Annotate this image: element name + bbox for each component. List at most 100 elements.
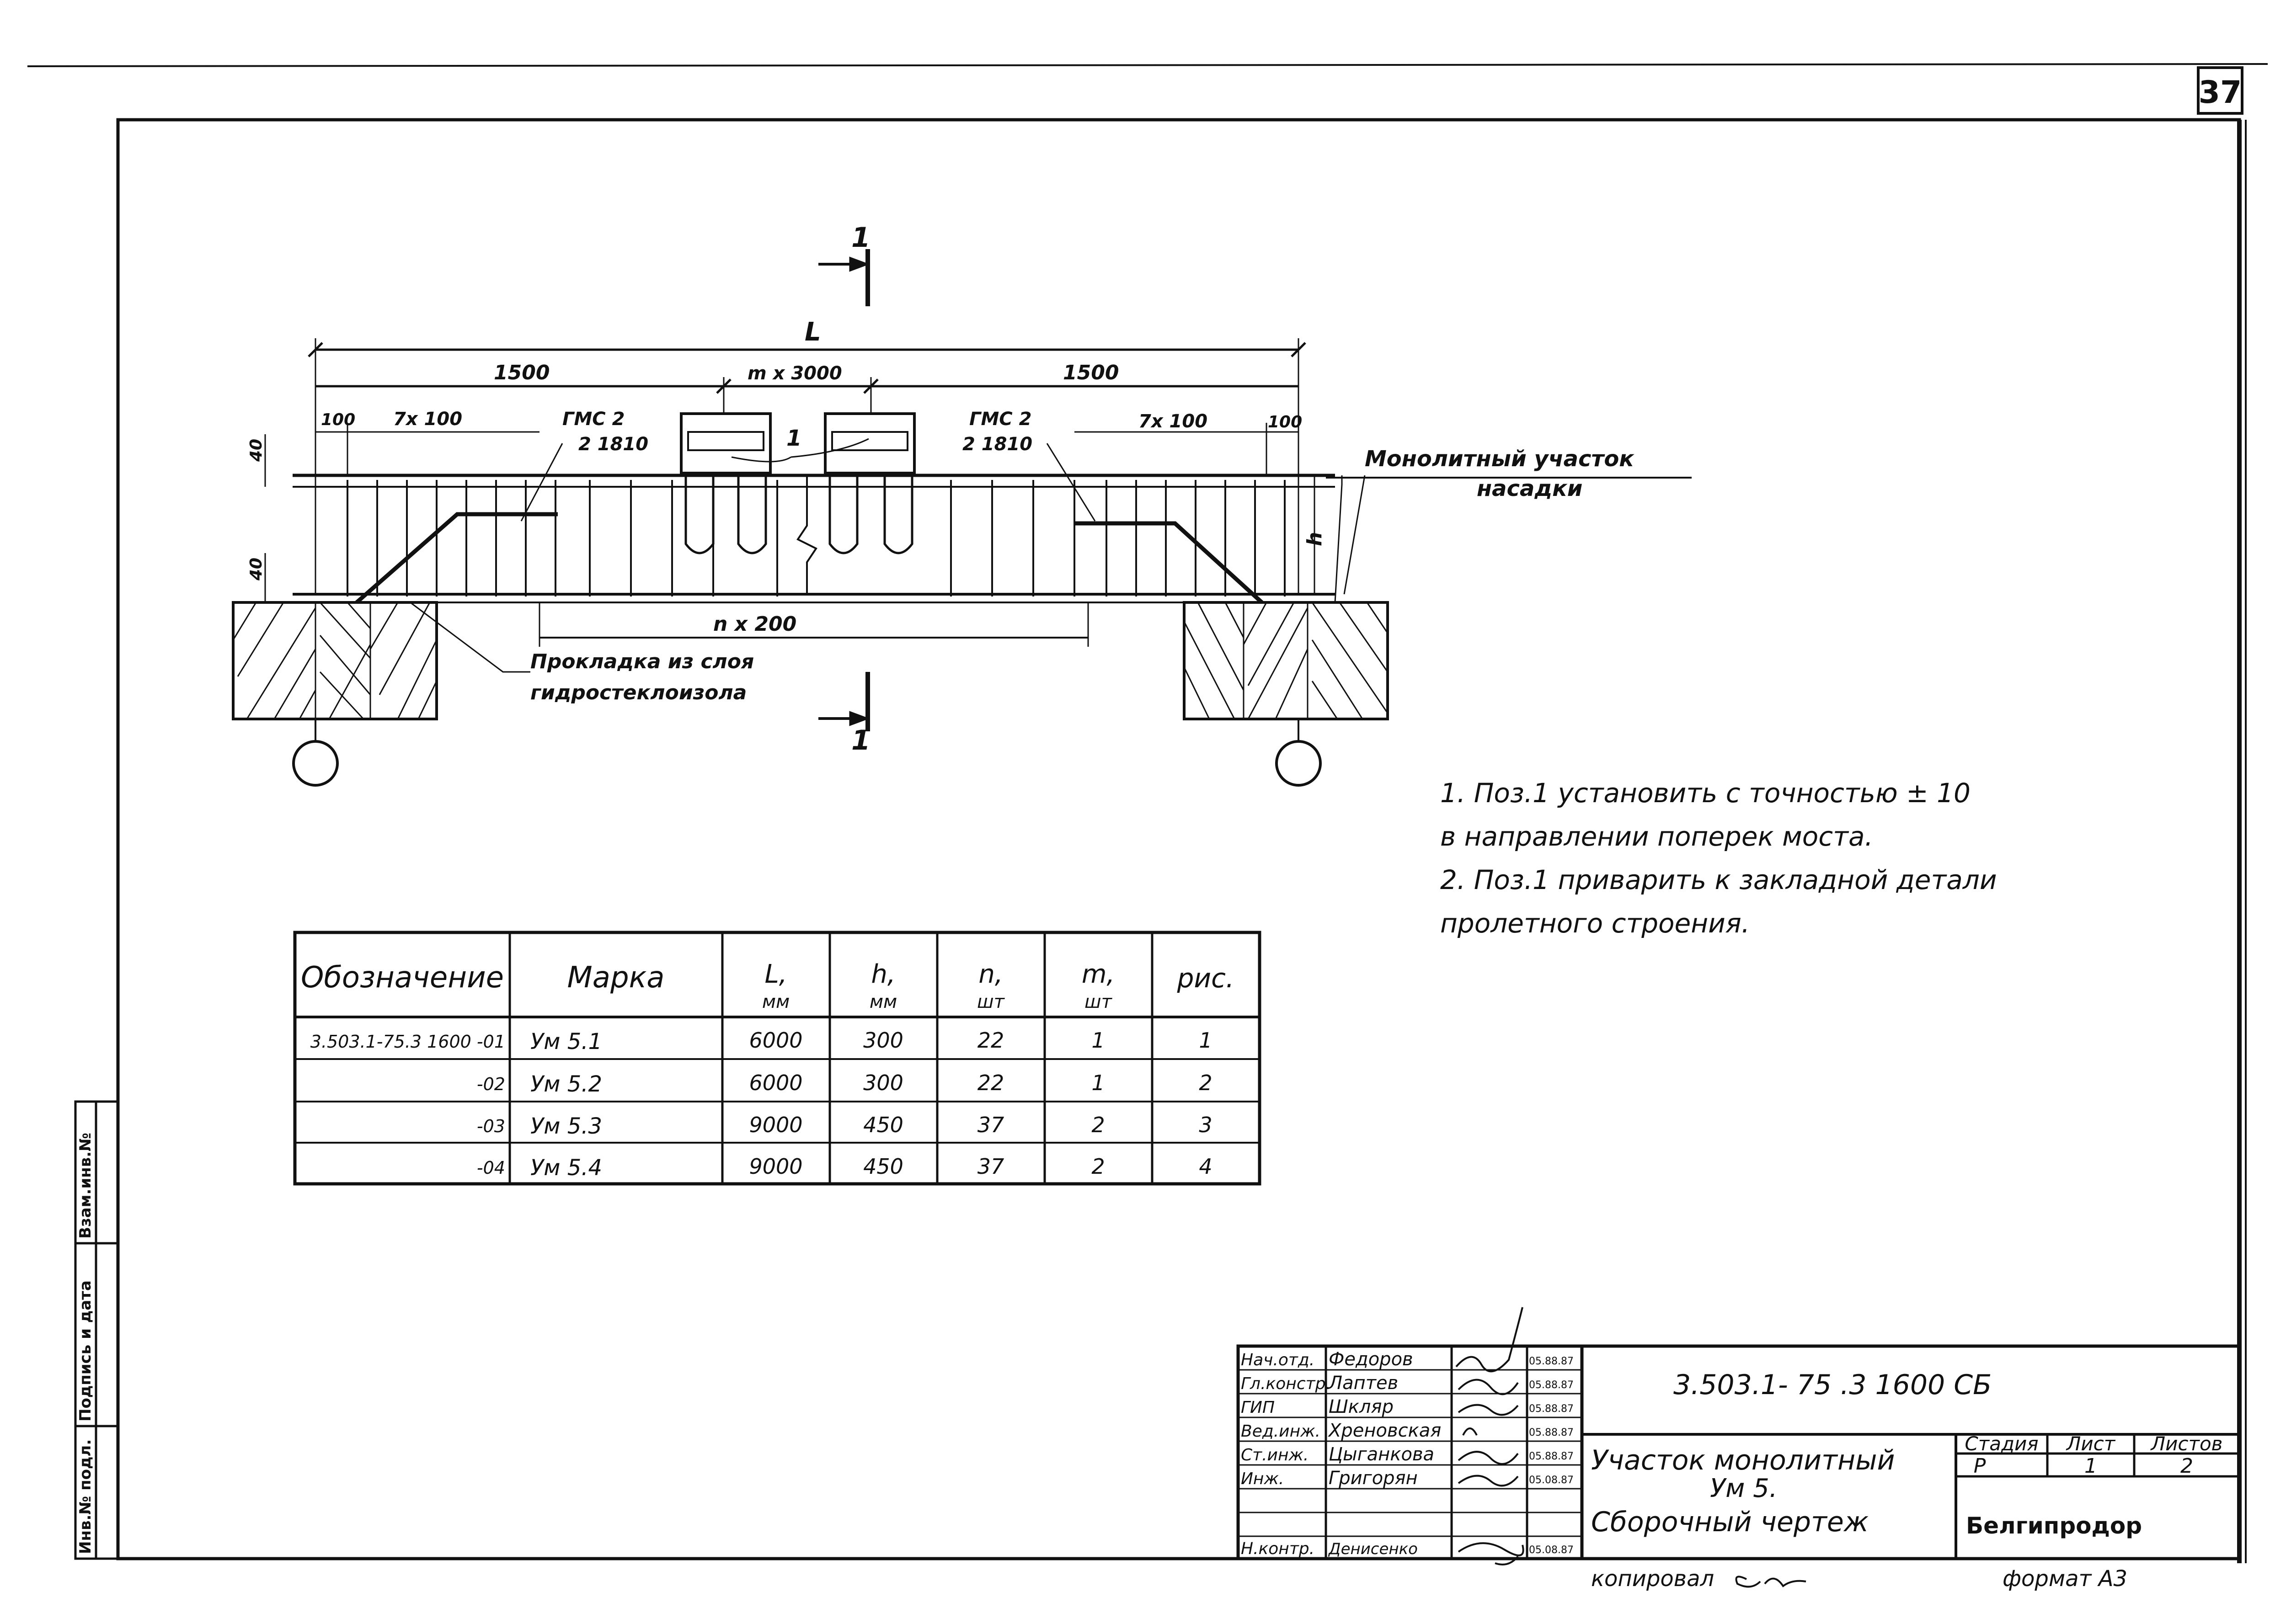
spec-header-m: m,: [1082, 959, 1115, 989]
spec-row4-mark: Ум 5.4: [530, 1155, 602, 1181]
spec-row4-m: 2: [1091, 1154, 1105, 1179]
spec-header-mark: Марка: [567, 961, 665, 995]
gms-right-label: ГМС 2: [969, 409, 1031, 430]
callout-monolith-line2: насадки: [1477, 476, 1582, 501]
signatures: [1455, 1307, 1524, 1565]
sheet-frame: [27, 63, 2268, 1563]
spec-row3-m: 2: [1091, 1113, 1105, 1137]
spec-header-designation: Обозначение: [301, 961, 504, 995]
spec-header-length-unit: мм: [762, 991, 790, 1012]
page-number: 37: [2199, 75, 2242, 111]
staff-role-8: Н.контр.: [1241, 1539, 1314, 1558]
staff-name-2: Лаптев: [1328, 1373, 1398, 1394]
callout-pad-line2: гидростеклоизола: [530, 681, 747, 704]
staff-date-2: 05.88.87: [1529, 1379, 1574, 1391]
spec-row1-n: 22: [977, 1028, 1004, 1053]
staff-name-4: Хреновская: [1328, 1420, 1441, 1441]
dim-100-left-label: 100: [321, 410, 355, 429]
spec-row3-designation: -03: [477, 1116, 505, 1136]
spec-header-n-unit: шт: [977, 991, 1005, 1012]
spec-row2-length: 6000: [749, 1070, 802, 1095]
dim-height-label: h: [1303, 532, 1326, 546]
format-label: формат А3: [2003, 1566, 2127, 1592]
page-number-box: 37: [2197, 66, 2243, 115]
spec-row3-mark: Ум 5.3: [530, 1113, 602, 1139]
staff-date-5: 05.88.87: [1529, 1451, 1574, 1462]
staff-date-4: 05.88.87: [1529, 1427, 1574, 1438]
title-line-2: Ум 5.: [1710, 1474, 1778, 1503]
dim-total-label: L: [805, 317, 821, 347]
staff-date-3: 05.88.87: [1529, 1403, 1574, 1415]
spec-row4-length: 9000: [749, 1154, 802, 1179]
staff-name-8: Денисенко: [1328, 1540, 1418, 1558]
left-support: [232, 601, 438, 787]
sheets-header: Листов: [2150, 1432, 2223, 1455]
spec-row3-length: 9000: [749, 1113, 802, 1137]
spec-row1-height: 300: [863, 1028, 903, 1053]
note-line-1: 1. Поз.1 установить с точностью ± 10: [1440, 777, 1971, 809]
copied-signature: [1735, 1576, 1806, 1588]
title-block: Нач.отд. Федоров 05.88.87 Гл.констр. Лап…: [1236, 1307, 2241, 1565]
note-line-4: пролетного строения.: [1440, 908, 1750, 939]
spec-header-height-unit: мм: [870, 991, 897, 1012]
section-mark-bottom: [818, 672, 870, 731]
gms-left-len-label: 2 1810: [578, 434, 648, 455]
section-mark-top: [818, 249, 870, 306]
spec-row2-designation: -02: [477, 1074, 505, 1094]
dim-right-end-label: 1500: [1063, 361, 1119, 384]
side-stamp-replace-inv: Взам.инв.№: [76, 1133, 95, 1239]
spec-row4-n: 37: [977, 1154, 1004, 1179]
sheet-value: 1: [2084, 1454, 2097, 1478]
spec-row4-designation: -04: [477, 1158, 505, 1178]
spec-row4-figure: 4: [1199, 1154, 1212, 1179]
notes: 1. Поз.1 установить с точностью ± 10 в н…: [1440, 777, 1997, 939]
dim-bottom-label: n x 200: [713, 612, 796, 636]
spec-row3-n: 37: [977, 1113, 1004, 1137]
staff-date-1: 05.88.87: [1529, 1356, 1574, 1367]
organization: Белгипродор: [1966, 1512, 2142, 1539]
spec-header-height: h,: [871, 959, 895, 989]
stirrups-right: [950, 480, 1286, 596]
dim-100-right-label: 100: [1268, 413, 1302, 431]
title-line-1: Участок монолитный: [1591, 1444, 1895, 1476]
stage-header: Стадия: [1965, 1432, 2038, 1455]
spec-row2-mark: Ум 5.2: [530, 1071, 602, 1097]
spec-row3-figure: 3: [1199, 1113, 1212, 1137]
callout-pad-line1: Прокладка из слоя: [530, 650, 754, 673]
staff-name-6: Григорян: [1329, 1468, 1418, 1489]
title-line-3: Сборочный чертеж: [1591, 1506, 1869, 1538]
spec-header-length: L,: [765, 959, 787, 989]
right-support: [1183, 601, 1389, 787]
dim-top-cover-label: 40: [247, 439, 266, 462]
staff-role-1: Нач.отд.: [1241, 1351, 1314, 1369]
sheets-value: 2: [2180, 1454, 2193, 1478]
spec-header-n: n,: [978, 959, 1003, 989]
section-mark-top-label: 1: [851, 222, 871, 254]
spec-row1-designation: 3.503.1-75.3 1600 -01: [310, 1032, 505, 1052]
staff-role-5: Ст.инж.: [1241, 1446, 1309, 1464]
sheet-header: Лист: [2066, 1432, 2116, 1455]
staff-name-3: Шкляр: [1329, 1396, 1394, 1417]
staff-date-8: 05.08.87: [1529, 1544, 1574, 1556]
dim-middle-label: m x 3000: [748, 363, 842, 384]
spec-row1-m: 1: [1091, 1028, 1105, 1053]
spec-row2-n: 22: [977, 1070, 1004, 1095]
dim-steps-right-label: 7x 100: [1138, 411, 1207, 432]
pos-mark-label: 1: [786, 426, 801, 451]
note-line-2: в направлении поперек моста.: [1440, 821, 1873, 852]
copied-label: копировал: [1591, 1566, 1714, 1592]
spec-header-m-unit: шт: [1084, 991, 1113, 1012]
note-line-3: 2. Поз.1 приварить к закладной детали: [1440, 864, 1997, 895]
gms-left-label: ГМС 2: [562, 409, 625, 430]
section-mark-bottom-label: 1: [851, 724, 871, 756]
staff-name-1: Федоров: [1329, 1349, 1413, 1370]
spec-row1-mark: Ум 5.1: [530, 1029, 602, 1054]
staff-date-6: 05.08.87: [1529, 1475, 1574, 1486]
spec-row1-figure: 1: [1199, 1028, 1212, 1053]
side-stamp-sign-date: Подпись и дата: [76, 1280, 95, 1422]
document-code: 3.503.1- 75 .3 1600 СБ: [1673, 1369, 1992, 1401]
embedded-part-right: [824, 412, 916, 554]
dim-steps-left-label: 7x 100: [393, 409, 462, 430]
staff-role-2: Гл.констр.: [1241, 1374, 1331, 1393]
